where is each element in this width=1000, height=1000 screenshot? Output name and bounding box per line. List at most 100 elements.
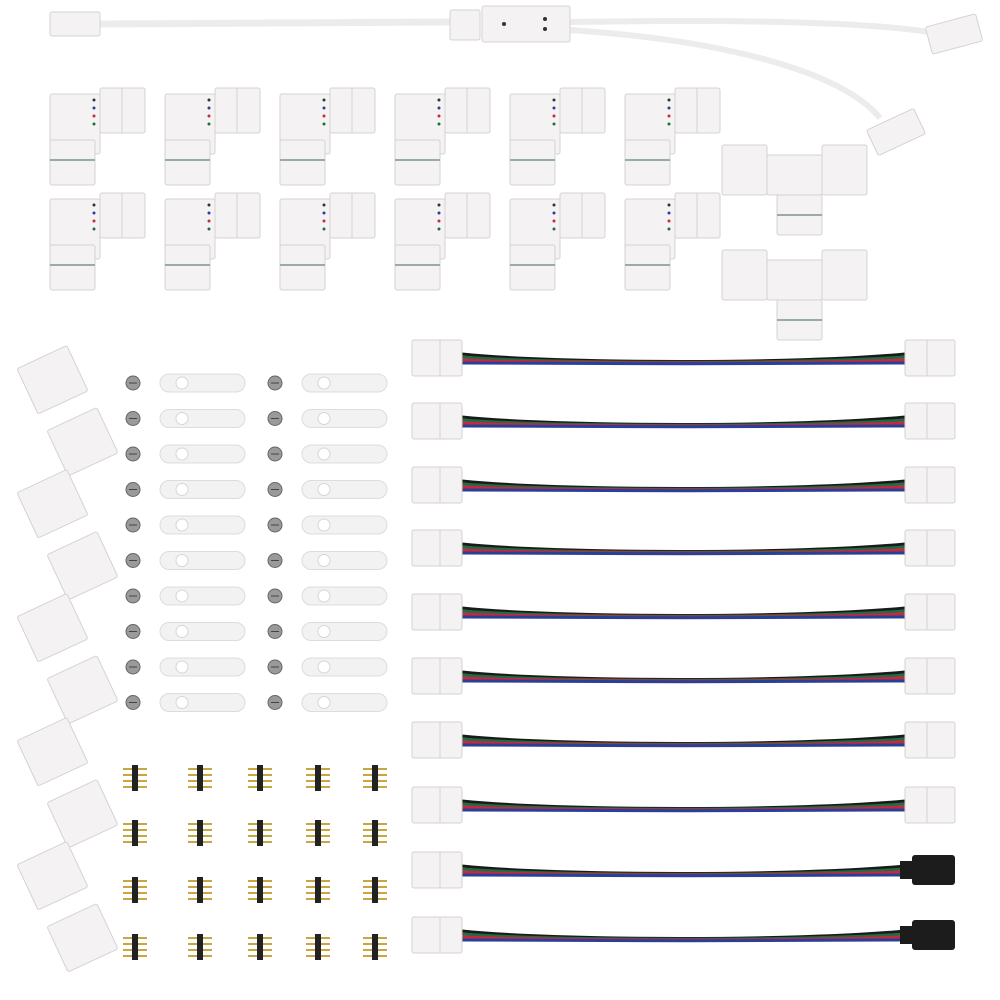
bracket-hole bbox=[175, 447, 189, 461]
l-corner-connector bbox=[164, 192, 261, 291]
contact-pad bbox=[437, 98, 441, 102]
t-connector-body bbox=[766, 154, 823, 196]
contact-pad bbox=[552, 106, 556, 110]
pin-header-spacer bbox=[197, 934, 203, 960]
mounting-clip-with-screw bbox=[125, 657, 246, 677]
strip-clip-connector bbox=[411, 786, 463, 824]
contact-pad bbox=[322, 98, 326, 102]
splitter-pin-hole bbox=[543, 17, 547, 21]
l-connector-clip bbox=[394, 244, 441, 291]
bracket-hole bbox=[175, 412, 189, 425]
bracket-hole bbox=[175, 554, 189, 567]
mounting-clip-with-screw bbox=[125, 373, 246, 393]
l-connector-clip bbox=[164, 139, 211, 186]
l-corner-connector bbox=[624, 192, 721, 291]
t-connector-clip bbox=[721, 249, 768, 301]
pin-header-spacer bbox=[257, 820, 263, 846]
pin-header-spacer bbox=[197, 877, 203, 903]
clip-cover-body bbox=[17, 469, 88, 538]
contact-pad bbox=[552, 211, 556, 215]
bracket-hole bbox=[175, 483, 189, 496]
mounting-clip-with-screw bbox=[125, 515, 246, 535]
contact-pad bbox=[437, 122, 441, 126]
clip-cover-body bbox=[47, 779, 118, 848]
mounting-clip-with-screw bbox=[125, 551, 246, 570]
cable-wire bbox=[461, 873, 906, 878]
strip-clip-connector bbox=[904, 529, 956, 567]
l-connector-clip bbox=[509, 244, 556, 291]
clip-cover bbox=[17, 593, 88, 662]
pin-header bbox=[363, 765, 387, 791]
t-connector-clip bbox=[721, 144, 768, 196]
contact-pad bbox=[667, 122, 671, 126]
l-corner-connector bbox=[624, 87, 721, 186]
contact-pad bbox=[552, 227, 556, 231]
strip-clip-connector bbox=[411, 721, 463, 759]
mounting-bracket bbox=[159, 551, 246, 570]
contact-pad bbox=[207, 98, 211, 102]
cable-wire bbox=[461, 938, 906, 943]
mounting-clip-with-screw bbox=[267, 515, 388, 535]
clip-cover bbox=[17, 717, 88, 786]
mounting-bracket bbox=[301, 693, 388, 712]
female-plug-neck bbox=[900, 861, 914, 879]
pin-header-spacer bbox=[315, 820, 321, 846]
contact-pad bbox=[322, 211, 326, 215]
rgb-jumper-cable bbox=[411, 851, 955, 889]
strip-clip-connector bbox=[904, 339, 956, 377]
pin-header bbox=[188, 934, 212, 960]
l-corner-connector bbox=[164, 87, 261, 186]
contact-pad bbox=[437, 227, 441, 231]
l-connector-clip bbox=[279, 139, 326, 186]
strip-clip-connector bbox=[411, 339, 463, 377]
pin-header bbox=[123, 820, 147, 846]
mounting-bracket bbox=[301, 551, 388, 570]
clip-cover bbox=[47, 407, 118, 476]
l-corner-connector bbox=[49, 87, 146, 186]
contact-pad bbox=[322, 114, 326, 118]
clip-cover-body bbox=[17, 345, 88, 414]
pin-header-spacer bbox=[372, 877, 378, 903]
rgb-jumper-cable bbox=[411, 916, 955, 954]
bracket-hole bbox=[175, 660, 189, 674]
bracket-hole bbox=[317, 412, 331, 425]
clip-cover-body bbox=[17, 717, 88, 786]
mounting-clip-with-screw bbox=[267, 657, 388, 677]
bracket-hole bbox=[317, 554, 331, 567]
bracket-hole bbox=[317, 376, 331, 390]
splitter-cable-main bbox=[99, 18, 451, 28]
clip-cover bbox=[47, 779, 118, 848]
clip-cover-body bbox=[47, 531, 118, 600]
contact-pad bbox=[552, 203, 556, 207]
pin-header-spacer bbox=[257, 877, 263, 903]
t-connector-body bbox=[766, 259, 823, 301]
bracket-hole bbox=[175, 376, 189, 390]
clip-cover-body bbox=[17, 841, 88, 910]
strip-clip-connector bbox=[411, 916, 463, 954]
bracket-hole bbox=[317, 660, 331, 674]
mounting-clip-with-screw bbox=[125, 693, 246, 712]
mounting-bracket bbox=[159, 409, 246, 428]
contact-pad bbox=[92, 227, 96, 231]
l-corner-connector bbox=[49, 192, 146, 291]
pin-header bbox=[248, 765, 272, 791]
l-corner-connector bbox=[509, 87, 606, 186]
contact-pad bbox=[92, 211, 96, 215]
mounting-bracket bbox=[159, 515, 246, 535]
pin-header bbox=[306, 820, 330, 846]
pin-header bbox=[188, 820, 212, 846]
mounting-clip-with-screw bbox=[267, 551, 388, 570]
contact-pad bbox=[207, 219, 211, 223]
l-connector-clip bbox=[624, 139, 671, 186]
pin-header bbox=[123, 765, 147, 791]
l-connector-clip bbox=[624, 244, 671, 291]
bracket-hole bbox=[317, 447, 331, 461]
contact-pad bbox=[667, 227, 671, 231]
contact-pad bbox=[92, 219, 96, 223]
mounting-bracket bbox=[301, 657, 388, 677]
l-corner-connector bbox=[509, 192, 606, 291]
contact-pad bbox=[437, 114, 441, 118]
bracket-hole bbox=[317, 483, 331, 496]
contact-pad bbox=[92, 122, 96, 126]
